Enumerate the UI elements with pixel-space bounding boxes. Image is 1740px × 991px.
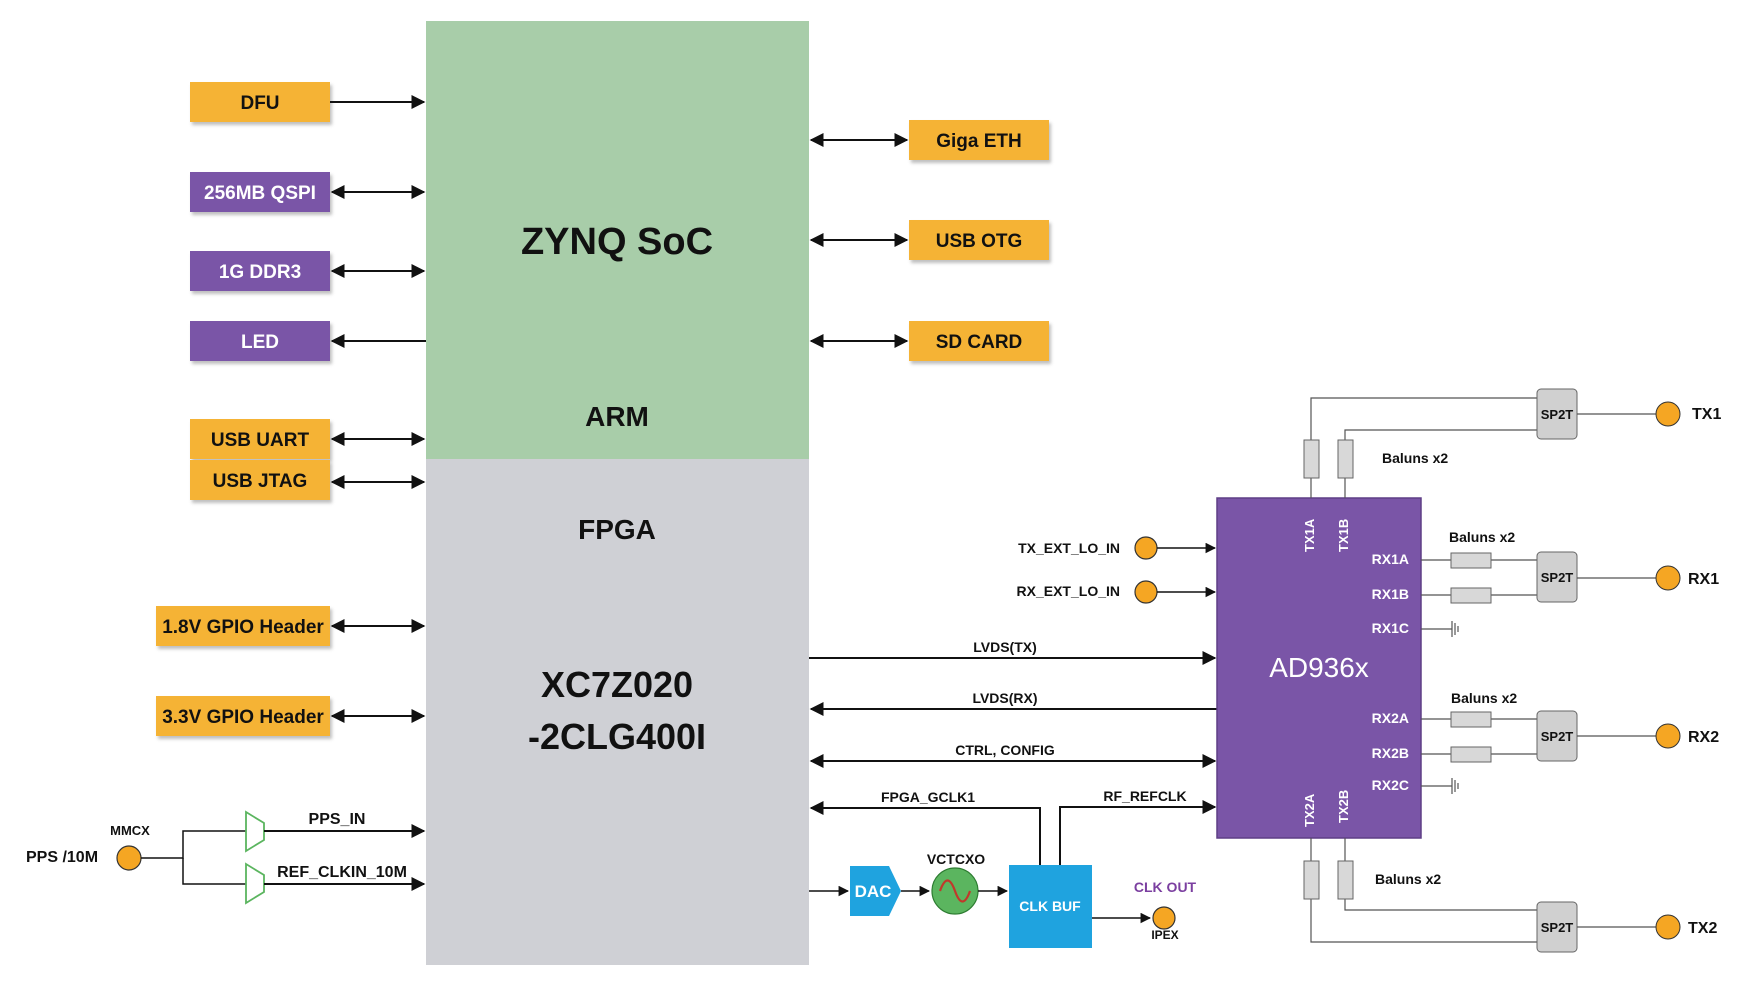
- rx1c-pin: RX1C: [1372, 620, 1409, 636]
- dac-label: DAC: [855, 882, 892, 901]
- qspi-block: 256MB QSPI: [190, 172, 330, 212]
- tx2-baluns-label: Baluns x2: [1375, 871, 1441, 887]
- tx-ext-lo-connector: [1134, 536, 1158, 560]
- rx1-sp2t-switch: [1536, 551, 1578, 603]
- rx2c-ground-icon: [1421, 778, 1459, 794]
- tx1b-pin: TX1B: [1336, 519, 1351, 552]
- lvds-tx-label: LVDS(TX): [973, 639, 1037, 655]
- rx2-port-label: RX2: [1688, 729, 1719, 746]
- rx2-antenna-connector: [1655, 723, 1681, 749]
- tx1-balun-a: [1303, 439, 1320, 479]
- chip-part-line1: XC7Z020: [541, 664, 693, 705]
- rx1a-pin: RX1A: [1372, 551, 1409, 567]
- chip-part-line2: -2CLG400I: [528, 716, 706, 757]
- tx1-port-label: TX1: [1692, 406, 1721, 423]
- ref-clkin-label: REF_CLKIN_10M: [277, 864, 407, 881]
- rx2b-pin: RX2B: [1372, 745, 1409, 761]
- rx1-sp2t-label: SP2T: [1541, 570, 1574, 585]
- rx2-sp2t-label: SP2T: [1541, 729, 1574, 744]
- vctcxo-label: VCTCXO: [927, 851, 985, 867]
- gpio-1v8-label: 1.8V GPIO Header: [162, 617, 324, 638]
- rx1-balun-a: [1450, 552, 1492, 569]
- clk-buf-label: CLK BUF: [1019, 898, 1081, 914]
- ad936x-chip: [1216, 497, 1422, 839]
- gpio-1v8-block: 1.8V GPIO Header: [156, 606, 330, 646]
- sd-card-block: SD CARD: [909, 321, 1049, 361]
- ddr3-label: 1G DDR3: [219, 262, 301, 283]
- tx1-baluns-label: Baluns x2: [1382, 450, 1448, 466]
- rx1-baluns-label: Baluns x2: [1449, 529, 1515, 545]
- fpga-label: FPGA: [578, 514, 656, 545]
- tx2-antenna-connector: [1655, 914, 1681, 940]
- clk-out-label: CLK OUT: [1134, 879, 1197, 895]
- rx2-balun-b: [1450, 746, 1492, 763]
- fpga-gclk-label: FPGA_GCLK1: [881, 789, 975, 805]
- pps-buffer-icon: [245, 810, 265, 853]
- rf-refclk-label: RF_REFCLK: [1103, 788, 1186, 804]
- dac-block: [850, 866, 901, 916]
- led-label: LED: [241, 332, 279, 353]
- ddr3-block: 1G DDR3: [190, 251, 330, 291]
- ref-buffer-icon: [245, 862, 265, 905]
- tx2-balun-b: [1337, 860, 1354, 900]
- tx1a-pin: TX1A: [1302, 518, 1317, 552]
- rx1-balun-b: [1450, 587, 1492, 604]
- giga-eth-label: Giga ETH: [936, 131, 1022, 152]
- fpga-gclk-line: [809, 801, 1041, 865]
- tx2b-pin: TX2B: [1336, 790, 1351, 823]
- rx1-port-label: RX1: [1688, 571, 1719, 588]
- rx2-baluns-label: Baluns x2: [1451, 690, 1517, 706]
- rx1-antenna-connector: [1655, 565, 1681, 591]
- pps-split-wire: [141, 830, 246, 859]
- gpio-3v3-label: 3.3V GPIO Header: [162, 707, 324, 728]
- arm-label: ARM: [585, 401, 649, 432]
- dfu-label: DFU: [240, 93, 279, 114]
- dfu-block: DFU: [190, 82, 330, 122]
- ctrl-config-label: CTRL, CONFIG: [955, 742, 1055, 758]
- usb-otg-block: USB OTG: [909, 220, 1049, 260]
- tx-ext-lo-label: TX_EXT_LO_IN: [1018, 540, 1120, 556]
- rx2a-pin: RX2A: [1372, 710, 1409, 726]
- soc-title: ZYNQ SoC: [521, 221, 713, 263]
- sd-card-label: SD CARD: [936, 332, 1023, 353]
- pps-in-label: PPS_IN: [309, 811, 366, 828]
- led-block: LED: [190, 321, 330, 361]
- rx-ext-lo-label: RX_EXT_LO_IN: [1017, 583, 1120, 599]
- rf-refclk-line: [1059, 800, 1217, 865]
- giga-eth-block: Giga ETH: [909, 120, 1049, 160]
- pps-connector: [116, 845, 142, 871]
- tx1-sp2t-label: SP2T: [1541, 407, 1574, 422]
- tx1-antenna-connector: [1655, 401, 1681, 427]
- usb-jtag-label: USB JTAG: [213, 471, 308, 492]
- tx2-sp2t-label: SP2T: [1541, 920, 1574, 935]
- ipex-label: IPEX: [1151, 928, 1178, 942]
- usb-uart-label: USB UART: [211, 430, 310, 451]
- ad936x-label: AD936x: [1269, 652, 1369, 683]
- gpio-3v3-block: 3.3V GPIO Header: [156, 696, 330, 736]
- rx2-balun-a: [1450, 711, 1492, 728]
- clk-buf-block: [1009, 865, 1092, 948]
- pps-10m-label: PPS /10M: [26, 849, 98, 866]
- lvds-rx-label: LVDS(RX): [972, 690, 1037, 706]
- qspi-label: 256MB QSPI: [204, 183, 316, 204]
- ref-split-wire: [182, 858, 246, 885]
- fpga-region: [426, 459, 809, 965]
- rx1b-pin: RX1B: [1372, 586, 1409, 602]
- sine-wave-icon: [938, 879, 972, 903]
- usb-uart-block: USB UART: [190, 419, 330, 459]
- rx1c-ground-icon: [1421, 621, 1459, 637]
- tx2-port-label: TX2: [1688, 920, 1717, 937]
- tx2a-pin: TX2A: [1302, 793, 1317, 827]
- rx-ext-lo-connector: [1134, 580, 1158, 604]
- ipex-connector: [1152, 906, 1176, 930]
- usb-otg-label: USB OTG: [936, 231, 1023, 252]
- rx2c-pin: RX2C: [1372, 777, 1409, 793]
- arm-region: [426, 21, 809, 459]
- mmcx-label: MMCX: [110, 823, 150, 838]
- tx2-balun-a: [1303, 860, 1320, 900]
- tx1-balun-b: [1337, 439, 1354, 479]
- usb-jtag-block: USB JTAG: [190, 460, 330, 500]
